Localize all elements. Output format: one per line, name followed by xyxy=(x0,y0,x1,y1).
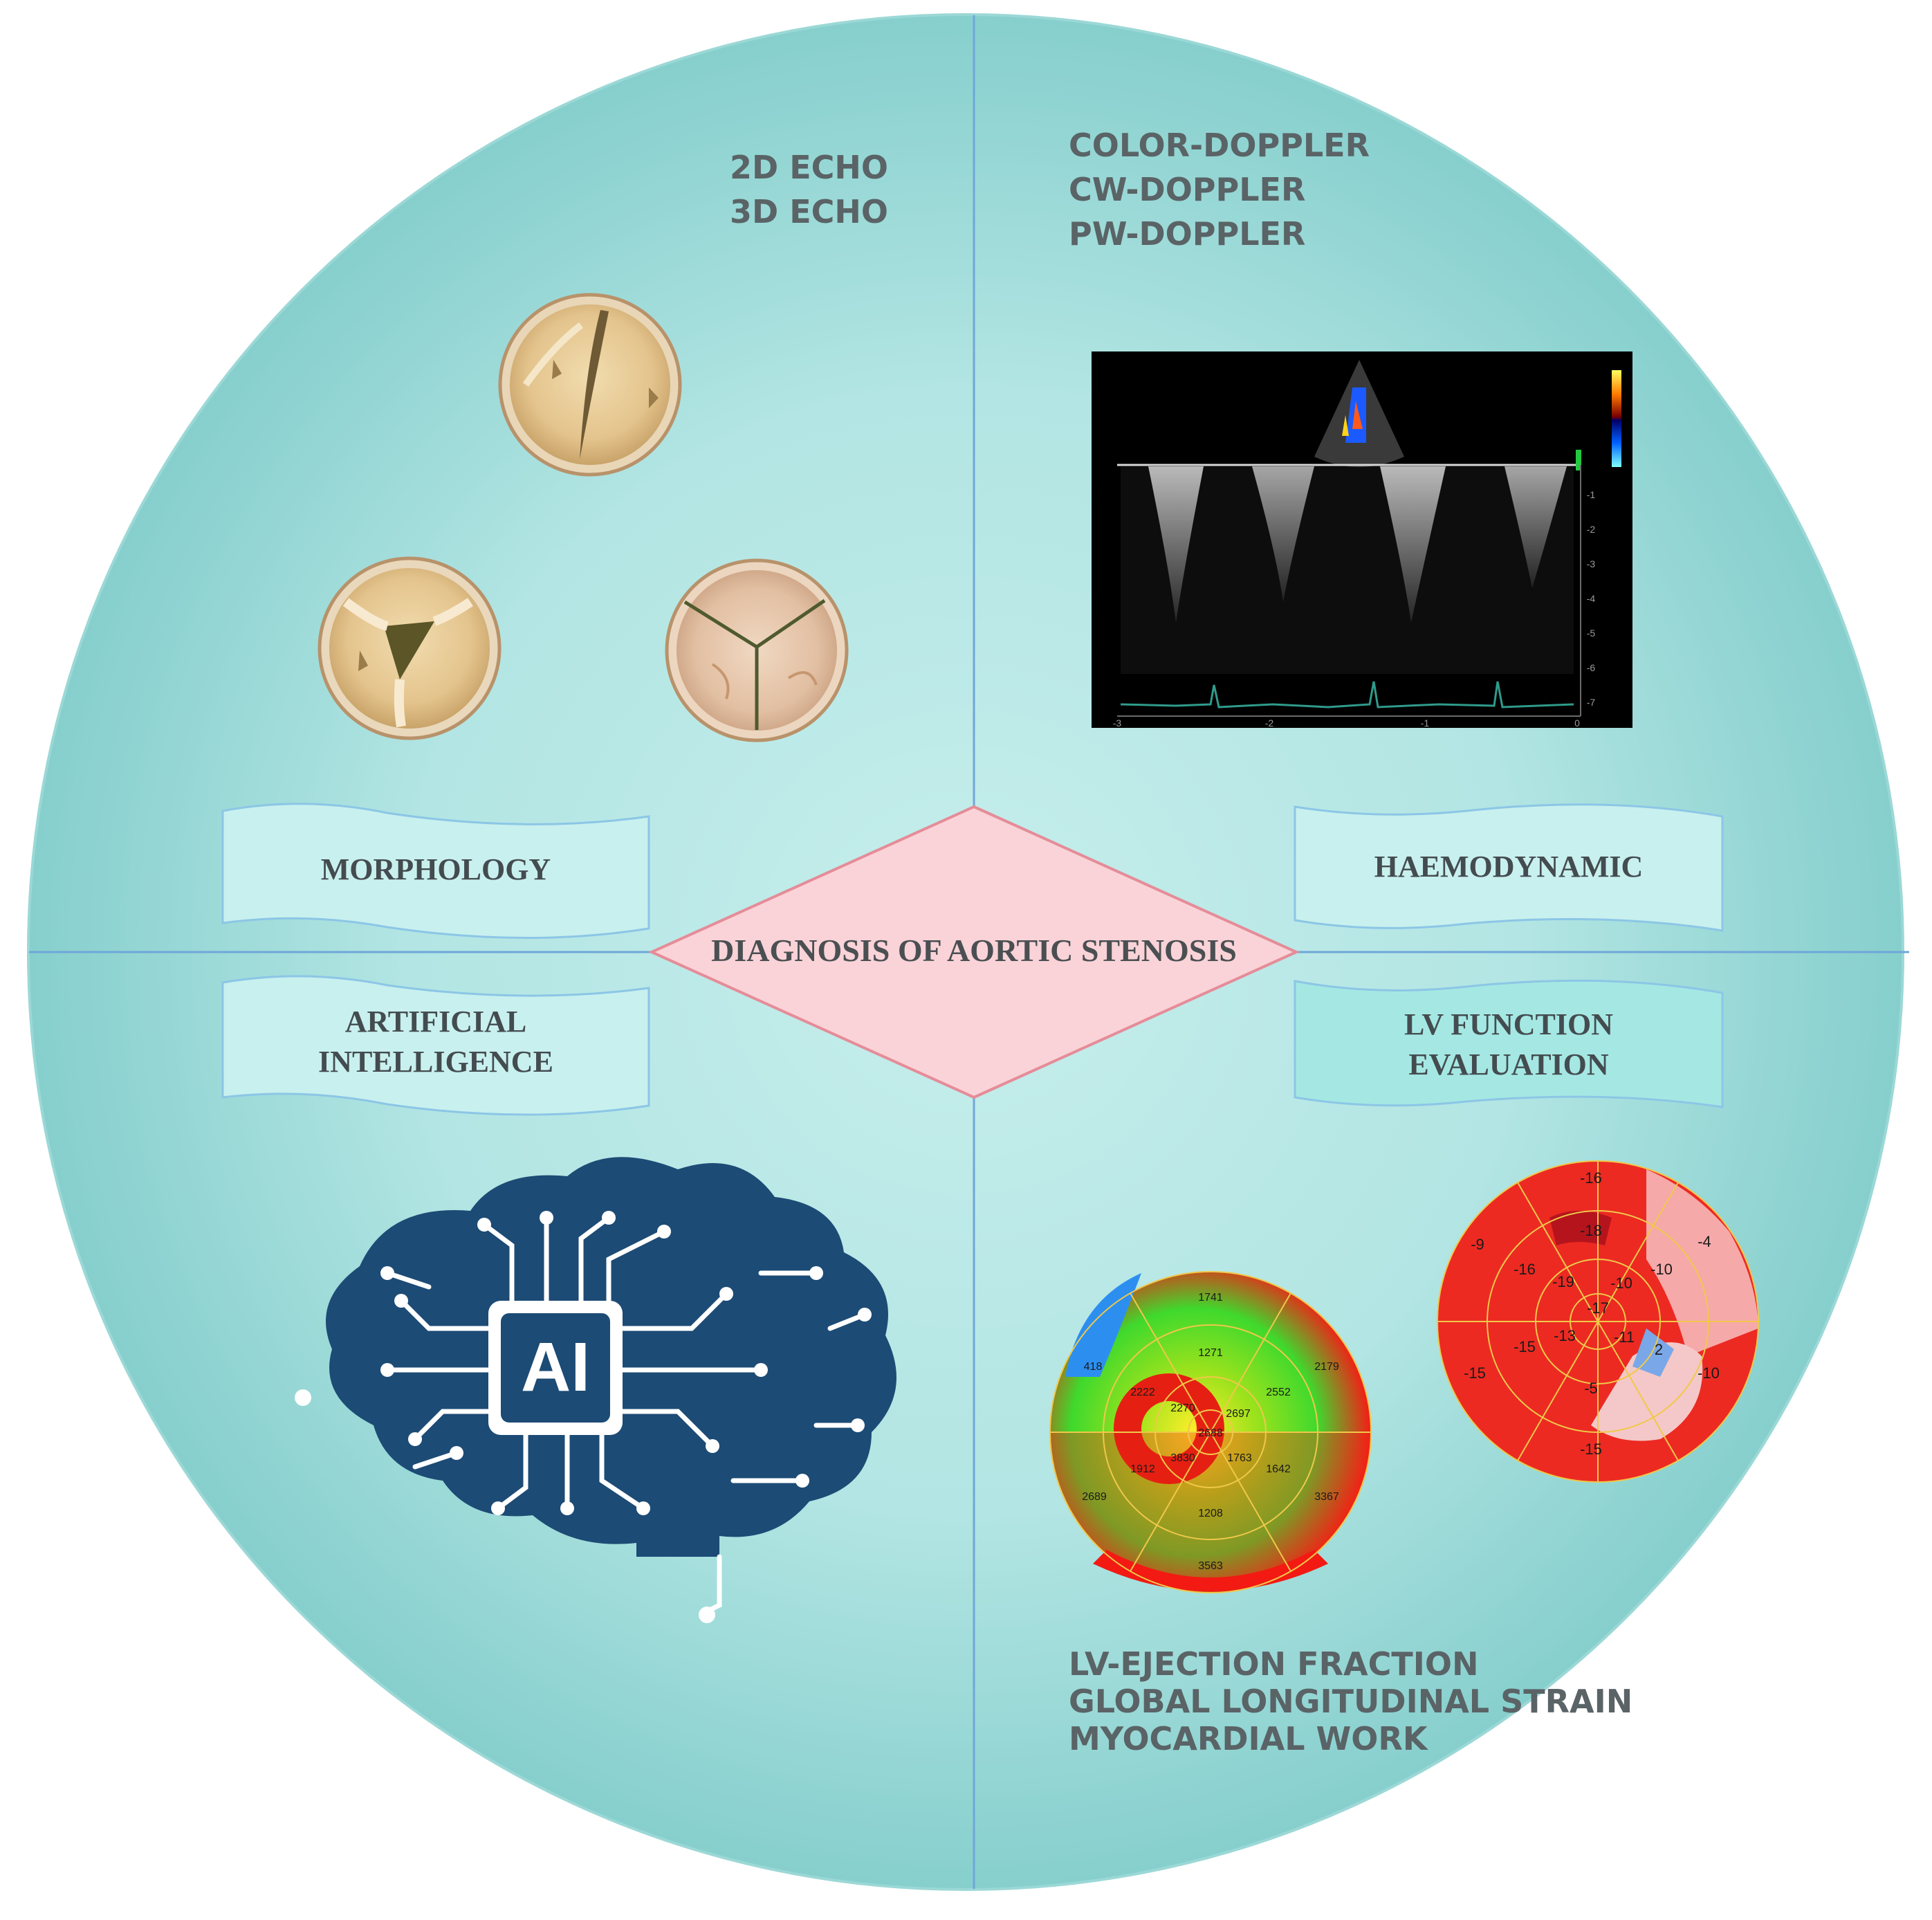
strain-value-6: -19 xyxy=(1552,1273,1574,1290)
technique-pw-doppler: PW-DOPPLER xyxy=(1069,215,1306,253)
doppler-time-tick-3: 0 xyxy=(1574,717,1580,729)
doppler-axis-tick-4: -5 xyxy=(1587,628,1596,639)
strain-value-5: -10 xyxy=(1650,1261,1673,1278)
technique-3d-echo: 3D ECHO xyxy=(730,193,888,230)
doppler-axis-tick-6: -7 xyxy=(1587,697,1596,708)
work-value-0: 1741 xyxy=(1198,1292,1223,1304)
work-value-4: 2222 xyxy=(1130,1387,1155,1398)
ai-brain-icon: AI xyxy=(295,1157,896,1623)
lv-function-label: LV FUNCTION EVALUATION xyxy=(1295,1005,1722,1085)
strain-value-13: -15 xyxy=(1464,1364,1486,1382)
parameter-myocardial-work: MYOCARDIAL WORK xyxy=(1069,1720,1428,1757)
work-value-8: 2688 xyxy=(1198,1427,1223,1439)
doppler-time-tick-0: -3 xyxy=(1113,717,1122,729)
work-value-9: 3830 xyxy=(1170,1452,1195,1464)
strain-value-4: -16 xyxy=(1514,1261,1536,1278)
artificial-intelligence-label: ARTIFICIAL INTELLIGENCE xyxy=(223,1002,649,1082)
diagnosis-title: DIAGNOSIS OF AORTIC STENOSIS xyxy=(711,933,1237,968)
strain-value-0: -16 xyxy=(1580,1169,1602,1187)
doppler-axis-tick-5: -6 xyxy=(1587,662,1596,673)
ai-chip-label: AI xyxy=(521,1328,590,1406)
morphology-label: MORPHOLOGY xyxy=(320,852,551,886)
strain-value-2: -18 xyxy=(1580,1222,1602,1239)
ribbon-lv-function xyxy=(1294,979,1724,1108)
parameter-global-longitudinal-strain: GLOBAL LONGITUDINAL STRAIN xyxy=(1069,1683,1633,1720)
work-value-6: 2270 xyxy=(1170,1402,1195,1414)
morphology-techniques: 2D ECHO 3D ECHO xyxy=(730,145,888,234)
lv-label-line-1: LV FUNCTION xyxy=(1404,1007,1613,1041)
strain-value-10: -13 xyxy=(1554,1327,1576,1344)
strain-value-3: -4 xyxy=(1698,1233,1711,1250)
doppler-time-tick-1: -2 xyxy=(1265,717,1274,729)
strain-values: -16-9-18-4-16-10-19-10-17-15-13-112-15-1… xyxy=(1464,1169,1720,1458)
lv-label-line-2: EVALUATION xyxy=(1408,1048,1609,1081)
strain-value-7: -10 xyxy=(1610,1274,1632,1292)
work-value-11: 1912 xyxy=(1130,1463,1155,1475)
diagnosis-diamond xyxy=(648,805,1300,1099)
aortic-valve-normal-tricuspid-illustration xyxy=(665,558,849,742)
doppler-axis-tick-0: -1 xyxy=(1587,489,1596,500)
haemodynamic-techniques: COLOR-DOPPLER CW-DOPPLER PW-DOPPLER xyxy=(1069,123,1370,256)
work-value-5: 2552 xyxy=(1266,1387,1291,1398)
doppler-axis-tick-3: -4 xyxy=(1587,593,1596,604)
strain-bullseye xyxy=(1437,1160,1759,1483)
strain-value-16: -15 xyxy=(1580,1441,1602,1458)
parameter-lv-ejection-fraction: LV-EJECTION FRACTION xyxy=(1069,1645,1479,1683)
myocardial-work-bullseye xyxy=(1049,1271,1372,1593)
strain-value-15: -5 xyxy=(1584,1380,1598,1397)
doppler-axis-tick-1: -2 xyxy=(1587,524,1596,535)
doppler-time-tick-2: -1 xyxy=(1421,717,1430,729)
ai-label-line-1: ARTIFICIAL xyxy=(344,1005,527,1039)
ribbon-haemodynamic xyxy=(1294,803,1724,932)
technique-color-doppler: COLOR-DOPPLER xyxy=(1069,127,1370,164)
strain-value-14: -10 xyxy=(1698,1364,1720,1382)
doppler-time-axis-labels: -3 -2 -1 0 xyxy=(1113,717,1580,729)
doppler-axis-tick-2: -3 xyxy=(1587,558,1596,569)
aortic-valve-stenotic-tricuspid-illustration xyxy=(318,556,502,740)
doppler-trace-panel xyxy=(1092,351,1632,728)
work-value-1: 418 xyxy=(1084,1361,1103,1373)
ribbon-morphology xyxy=(221,803,650,939)
work-value-14: 3367 xyxy=(1314,1491,1339,1503)
work-value-15: 1208 xyxy=(1198,1508,1223,1519)
strain-value-12: 2 xyxy=(1655,1341,1663,1358)
work-value-10: 1763 xyxy=(1227,1452,1252,1464)
strain-value-11: -11 xyxy=(1614,1328,1635,1346)
lv-function-parameters: LV-EJECTION FRACTION GLOBAL LONGITUDINAL… xyxy=(1069,1645,1632,1757)
work-value-16: 3563 xyxy=(1198,1560,1223,1572)
ai-label-line-2: INTELLIGENCE xyxy=(318,1045,553,1079)
work-value-3: 1271 xyxy=(1198,1347,1223,1359)
work-value-12: 1642 xyxy=(1266,1463,1291,1475)
work-value-2: 2179 xyxy=(1314,1361,1339,1373)
strain-value-8: -17 xyxy=(1587,1299,1609,1317)
technique-2d-echo: 2D ECHO xyxy=(730,149,888,186)
strain-value-1: -9 xyxy=(1471,1236,1484,1253)
work-value-7: 2697 xyxy=(1226,1408,1251,1420)
haemodynamic-label: HAEMODYNAMIC xyxy=(1374,850,1644,884)
strain-value-9: -15 xyxy=(1514,1338,1536,1355)
ribbon-artificial-intelligence xyxy=(221,975,650,1116)
work-value-13: 2689 xyxy=(1082,1491,1107,1503)
aortic-valve-bicuspid-illustration xyxy=(498,293,682,477)
technique-cw-doppler: CW-DOPPLER xyxy=(1069,171,1306,208)
doppler-velocity-axis-labels: -1 -2 -3 -4 -5 -6 -7 xyxy=(1587,489,1596,708)
